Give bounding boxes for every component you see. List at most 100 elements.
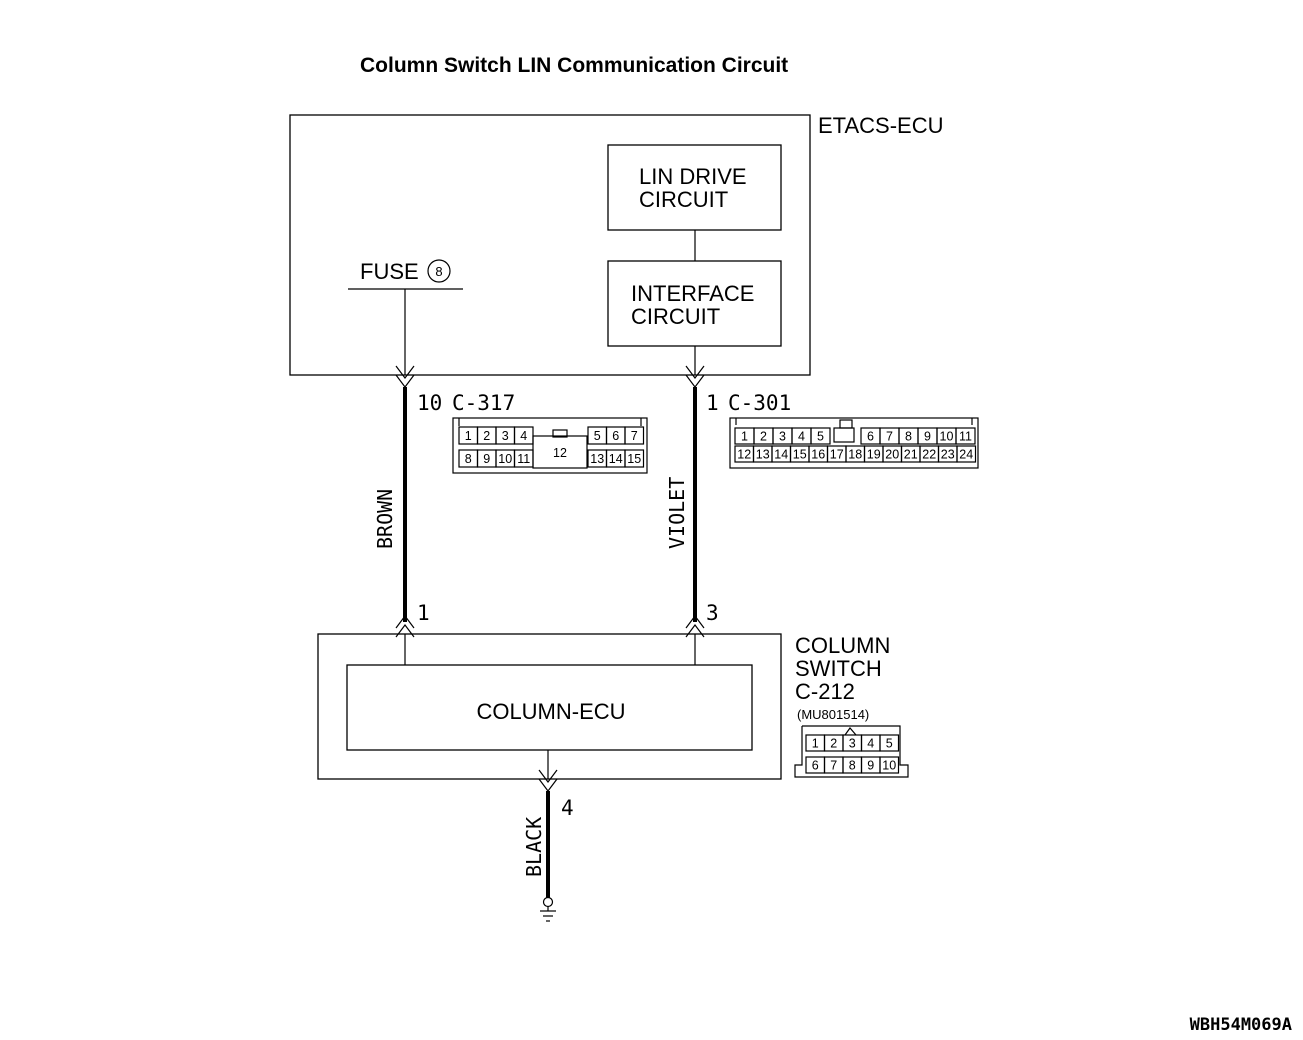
c212-key-mark <box>844 727 857 736</box>
c301-cavity-label: 7 <box>886 430 893 444</box>
c212-part-number: (MU801514) <box>797 707 869 722</box>
c317-bottom-right-cavities: 13 14 15 <box>587 449 645 468</box>
etacs-ecu-label: ETACS-ECU <box>818 113 944 138</box>
c301-cavity-label: 15 <box>793 448 807 462</box>
c212-cavity-label: 2 <box>830 737 837 751</box>
c301-cavity-label: 20 <box>885 448 899 462</box>
c301-cavity-label: 1 <box>741 430 748 444</box>
c212-cavity-label: 10 <box>882 759 896 773</box>
c301-cavity-label: 24 <box>959 448 973 462</box>
diagram-title: Column Switch LIN Communication Circuit <box>360 54 788 77</box>
c301-cavity-label: 2 <box>760 430 767 444</box>
c301-chevron-upper <box>685 365 705 379</box>
c317-cavity-label: 3 <box>502 429 509 443</box>
column-switch-label-line2: SWITCH <box>795 656 882 681</box>
c212-violet-chevron-upper <box>685 615 705 629</box>
c317-cavity-label: 11 <box>517 452 530 466</box>
c301-cavity-label: 21 <box>904 448 918 462</box>
column-ecu-box <box>346 664 753 751</box>
c301-cavity-label: 17 <box>830 448 844 462</box>
fuse-label: FUSE <box>360 259 419 284</box>
c301-cavity-label: 13 <box>756 448 770 462</box>
c317-cavity-label: 9 <box>483 452 490 466</box>
c301-name: C-301 <box>728 391 791 415</box>
c301-cavity <box>955 427 976 445</box>
c317-center-label: 12 <box>553 446 567 460</box>
c301-cavity-label: 23 <box>941 448 955 462</box>
c317-cavity-label: 6 <box>612 429 619 443</box>
column-switch: COLUMN-ECU COLUMN SWITCH C-212 (MU801514… <box>317 633 890 780</box>
column-pin-3: 3 <box>706 601 719 625</box>
c317-name: C-317 <box>452 391 515 415</box>
c301-cavity <box>956 445 977 463</box>
c301-cavity-label: 14 <box>774 448 788 462</box>
ground-pin-4: 4 <box>561 796 574 820</box>
c212-name: C-212 <box>795 679 855 704</box>
brown-wire-label: BROWN <box>373 489 397 549</box>
c301-cavity-label: 16 <box>811 448 825 462</box>
interface-line1: INTERFACE <box>631 281 754 306</box>
c317-chevron-lower <box>395 374 415 388</box>
ground-chevron-upper <box>538 769 558 783</box>
c301-cavity-label: 19 <box>867 448 881 462</box>
fuse-number-circle <box>427 259 451 283</box>
c212-cavity-label: 7 <box>830 759 837 773</box>
c212-cavity-label: 3 <box>849 737 856 751</box>
c301-cavity-label: 10 <box>940 430 954 444</box>
c212-cavity-label: 4 <box>867 737 874 751</box>
c212-cavity-label: 8 <box>849 759 856 773</box>
lin-drive-line1: LIN DRIVE <box>639 164 747 189</box>
c212-cavity-label: 1 <box>812 737 819 751</box>
c317-cavity-label: 15 <box>627 452 641 466</box>
c301-cavity-label: 6 <box>867 430 874 444</box>
column-ecu-label: COLUMN-ECU <box>476 699 625 724</box>
c301-cavity-label: 9 <box>924 430 931 444</box>
c212-cavity <box>879 756 900 774</box>
c317-cavity-center <box>532 435 588 469</box>
violet-wire-label: VIOLET <box>665 477 689 549</box>
c301-cavity <box>810 427 831 445</box>
c317-cavity-label: 10 <box>498 452 512 466</box>
c212-brown-chevron-upper <box>395 615 415 629</box>
c301-cavity-label: 18 <box>848 448 862 462</box>
interface-line2: CIRCUIT <box>631 304 720 329</box>
c317-chevron-upper <box>395 365 415 379</box>
c317-cavity-label: 13 <box>590 452 604 466</box>
c317-cavity-label: 4 <box>520 429 527 443</box>
c301-chevron-lower <box>685 374 705 388</box>
c317-cavity-label: 7 <box>631 429 638 443</box>
column-switch-outline <box>317 633 782 780</box>
ground-symbol-icon <box>540 896 556 922</box>
column-switch-label-line1: COLUMN <box>795 633 890 658</box>
c301-key-slot <box>833 427 855 443</box>
c212-brown-chevron-lower <box>395 624 415 638</box>
c317-cavity-label: 5 <box>594 429 601 443</box>
c317-cavity-label: 14 <box>609 452 623 466</box>
c317-latch <box>552 429 568 438</box>
c317-cavity-label: 8 <box>465 452 472 466</box>
ground-chevron-lower <box>538 778 558 792</box>
c317-cavity <box>624 449 645 468</box>
c317-housing <box>452 417 648 474</box>
c317-pin-label: 10 <box>417 391 442 415</box>
c301-cavity-label: 22 <box>922 448 936 462</box>
etacs-ecu-outline <box>289 114 811 376</box>
c317-cavity-label: 2 <box>483 429 490 443</box>
c212-cavity <box>879 734 900 752</box>
c301-cavity-label: 4 <box>798 430 805 444</box>
c301-cavity-label: 8 <box>905 430 912 444</box>
c301-cavity-label: 3 <box>779 430 786 444</box>
c301-key-tab <box>839 419 853 429</box>
c301-pin-label: 1 <box>706 391 719 415</box>
c212-cavity-label: 6 <box>812 759 819 773</box>
